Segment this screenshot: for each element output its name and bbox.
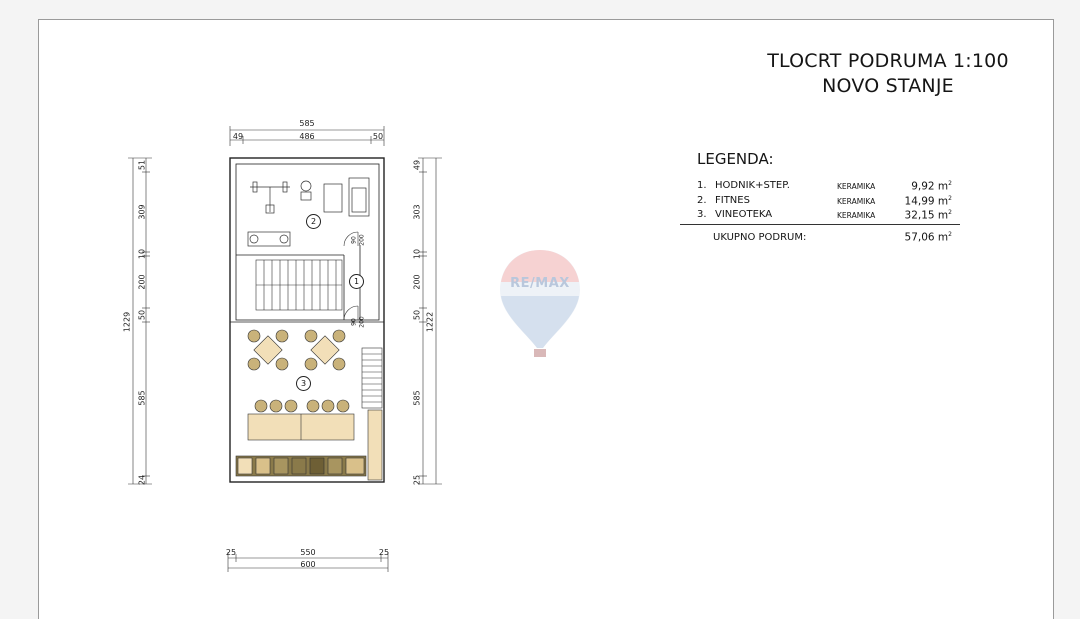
watermark-text: RE/MAX: [510, 276, 570, 291]
tables-and-chairs: [247, 329, 346, 371]
legend-number: 2.: [697, 195, 707, 206]
legend-number: 1.: [697, 180, 707, 191]
room-label-fitness: 2: [306, 214, 321, 229]
outer-walls: [229, 157, 385, 483]
dim-left-6: 585: [137, 390, 147, 406]
legend-heading: LEGENDA:: [697, 150, 774, 168]
legend-divider: [680, 224, 960, 225]
dim-bottom-total: 600: [300, 560, 316, 569]
dim-top-right: 50: [372, 132, 384, 141]
legend-number: 3.: [697, 209, 707, 220]
legend-material: KERAMIKA: [837, 197, 876, 206]
room-label-wine: 3: [296, 376, 311, 391]
stair-hall-walls: [236, 245, 361, 320]
dim-right-3: 10: [412, 248, 422, 260]
dim-right-1: 49: [412, 159, 422, 171]
dim-bottom-right: 25: [378, 548, 390, 557]
dim-right-5: 50: [412, 309, 422, 321]
legend-row: 2. FITNES KERAMIKA 14,99 m2: [0, 195, 1080, 209]
dim-right-7: 25: [412, 474, 422, 486]
plan-subtitle: NOVO STANJE: [822, 75, 954, 97]
dim-bottom-left: 25: [225, 548, 237, 557]
dimension-lines: [128, 126, 442, 572]
doors: [343, 231, 359, 321]
bar-counter: [247, 399, 355, 441]
dim-top-total: 585: [299, 119, 315, 128]
dim-left-4: 200: [137, 274, 147, 290]
dim-right-2: 303: [412, 204, 422, 220]
legend-material: KERAMIKA: [837, 182, 876, 191]
dim-right-4: 200: [412, 274, 422, 290]
legend-room-name: FITNES: [715, 195, 750, 206]
dim-left-2: 309: [137, 204, 147, 220]
wine-rack: [235, 455, 367, 477]
dim-left-3: 10: [137, 248, 147, 260]
dim-bottom-mid: 550: [300, 548, 316, 557]
legend-room-name: VINEOTEKA: [715, 209, 773, 220]
remax-balloon-icon: [500, 250, 580, 357]
dim-right-total: 1222: [425, 311, 435, 333]
plan-title: TLOCRT PODRUMA 1:100: [767, 50, 1009, 72]
legend-area: 32,15 m2: [904, 209, 952, 222]
legend-room-name: HODNIK+STEP.: [715, 180, 790, 191]
room-label-hall: 1: [349, 274, 364, 289]
dim-top-left: 49: [232, 132, 244, 141]
dim-left-total: 1229: [122, 311, 132, 333]
wine-room-steps: [361, 347, 383, 481]
total-area: 57,06 m2: [904, 231, 952, 244]
dim-left-1: 51: [137, 159, 147, 171]
stairs: [255, 259, 343, 311]
legend-area: 14,99 m2: [904, 195, 952, 208]
legend-row: 1. HODNIK+STEP. KERAMIKA 9,92 m2: [0, 180, 1080, 194]
dim-right-6: 585: [412, 390, 422, 406]
dim-door-2: 200: [358, 234, 366, 246]
fitness-equipment: [247, 177, 370, 247]
dim-left-5: 50: [137, 309, 147, 321]
legend-material: KERAMIKA: [837, 211, 876, 220]
dim-top-mid: 486: [299, 132, 315, 141]
total-label: UKUPNO PODRUM:: [713, 232, 807, 243]
dim-left-7: 24: [137, 474, 147, 486]
legend-area: 9,92 m2: [911, 180, 952, 193]
legend-row: 3. VINEOTEKA KERAMIKA 32,15 m2: [0, 209, 1080, 223]
dim-door-4: 200: [358, 316, 366, 328]
